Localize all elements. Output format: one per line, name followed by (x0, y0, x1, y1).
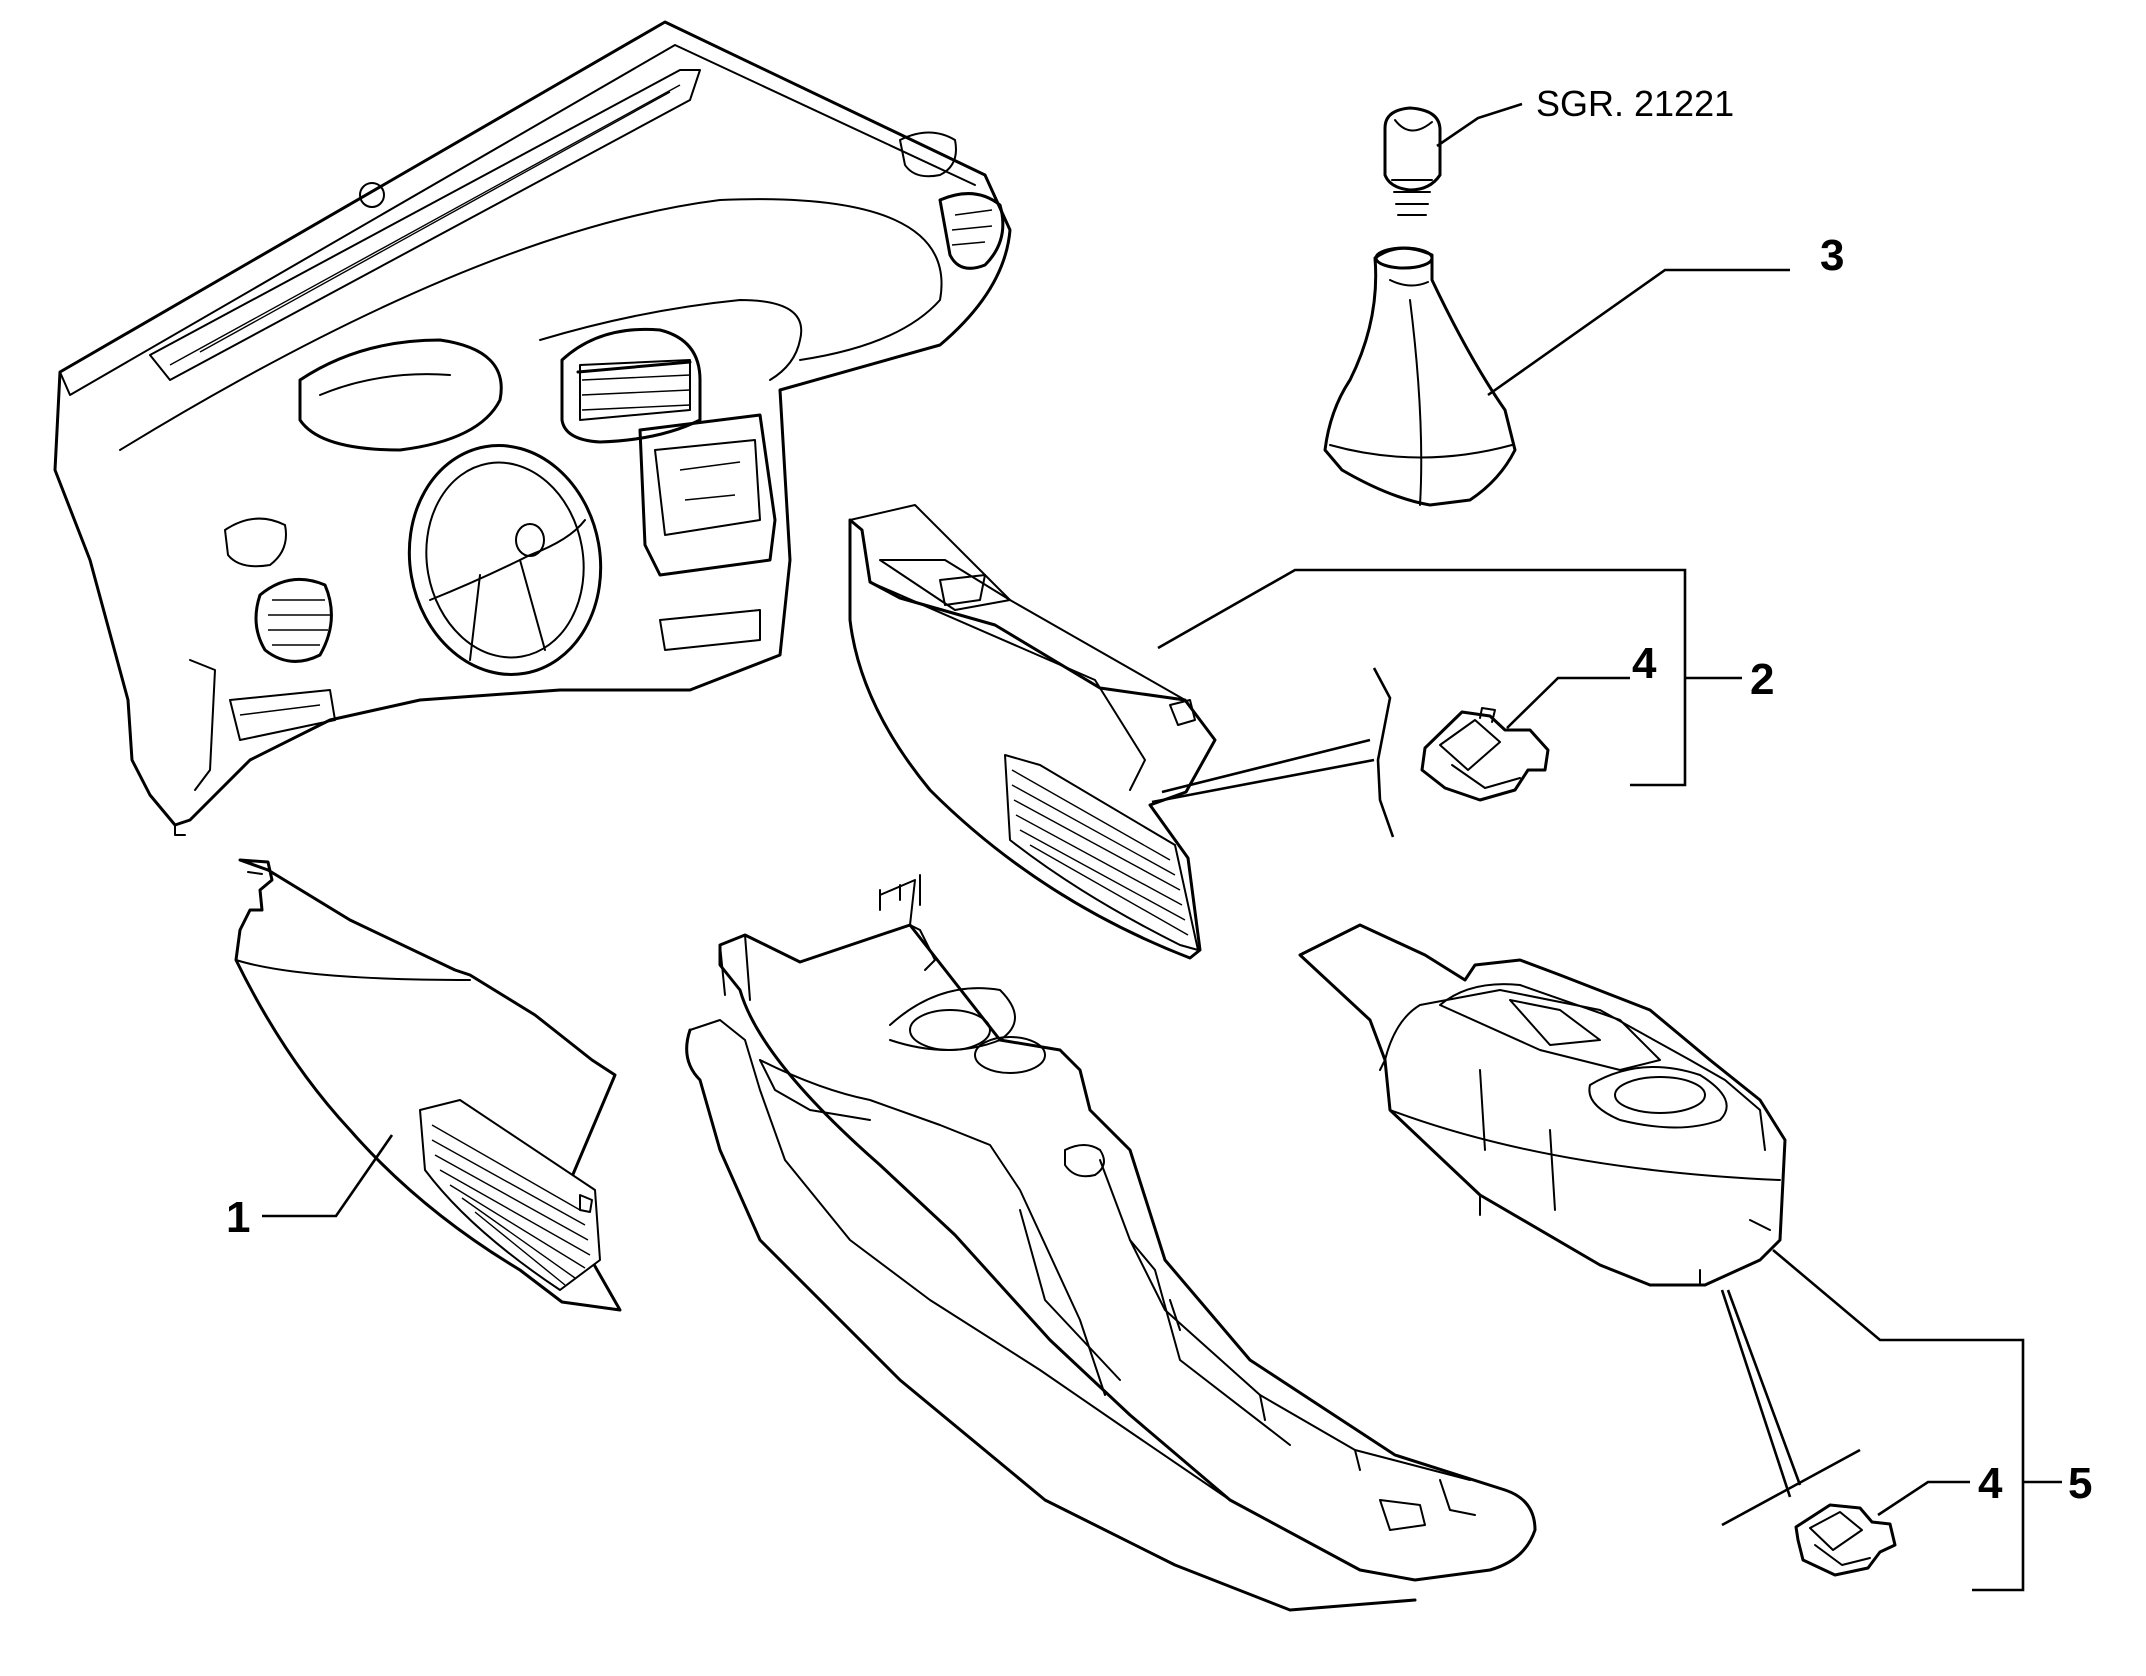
bracket-part-5 (1772, 1249, 2025, 1592)
callout-part-1: 1 (226, 1193, 250, 1242)
part-2-right-tunnel-trim (848, 504, 1217, 960)
part-4-clip-upper (1420, 707, 1550, 802)
leader-part-3 (1487, 268, 1790, 397)
dashboard-assembly (53, 20, 1012, 836)
leader-part-4-upper (1506, 676, 1630, 729)
part-5-armrest (1298, 923, 1787, 1287)
callout-part-4-lower: 4 (1978, 1459, 2003, 1508)
reference-gear-knob: SGR. 21221 (1536, 83, 1734, 124)
callout-part-2: 2 (1750, 655, 1774, 704)
detail-bracket-lower (1721, 1448, 1861, 1527)
detail-bracket-upper (1372, 667, 1395, 838)
gear-knob (1383, 106, 1442, 216)
leader-part-1 (262, 1134, 394, 1218)
detail-lines-upper (1151, 738, 1375, 804)
callout-part-5: 5 (2068, 1459, 2092, 1508)
callout-part-4-upper: 4 (1632, 639, 1657, 688)
detail-lines-lower (1720, 1289, 1802, 1498)
leader-lines (262, 102, 2062, 1592)
centre-console (685, 874, 1537, 1612)
leader-part-4-lower (1877, 1480, 1970, 1517)
part-1-left-tunnel-trim (234, 858, 622, 1312)
callout-part-3: 3 (1820, 231, 1844, 280)
leader-gear-knob (1436, 102, 1523, 148)
part-4-clip-lower (1794, 1503, 1897, 1577)
part-3-gear-lever-boot (1323, 246, 1517, 507)
bracket-part-2 (1157, 568, 1687, 787)
